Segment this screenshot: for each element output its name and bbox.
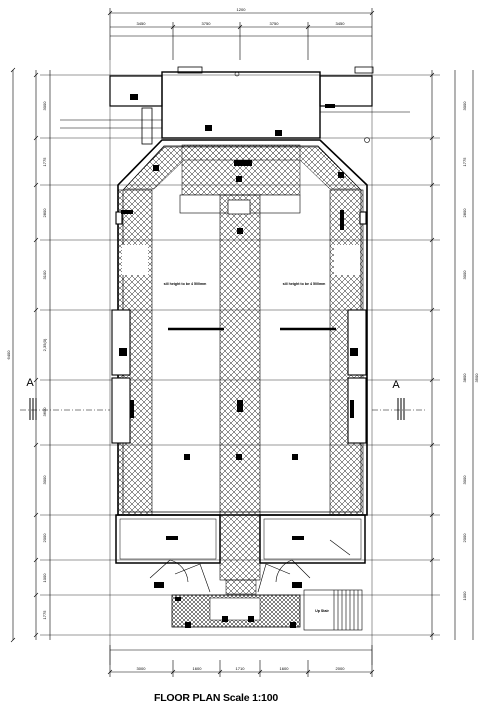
left-dimension-1: 3000 bbox=[42, 101, 47, 111]
bottom-dimension-5: 2000 bbox=[336, 666, 346, 671]
bottom-dimension-1: 3000 bbox=[137, 666, 147, 671]
hatched-top-center bbox=[181, 144, 301, 196]
pier-details bbox=[119, 160, 358, 460]
bottom-dimension-chain bbox=[107, 645, 375, 677]
right-dimension-2: 1775 bbox=[462, 157, 467, 167]
top-rooms bbox=[60, 66, 410, 145]
entrance-details bbox=[175, 597, 296, 628]
right-nave-label: sill height to be 4 500mm bbox=[283, 282, 326, 286]
right-dimension-5: 3800 bbox=[462, 373, 467, 383]
section-line-right bbox=[372, 398, 425, 420]
left-dimension-7: 3000 bbox=[42, 475, 47, 485]
section-line-left bbox=[20, 398, 110, 420]
door-swings bbox=[149, 539, 351, 593]
left-dimension-9: 1000 bbox=[42, 573, 47, 583]
top-dimension-2: 3750 bbox=[202, 21, 212, 26]
stair-label: Up Stair bbox=[315, 609, 329, 613]
top-dimension-3: 3750 bbox=[270, 21, 280, 26]
left-overall-dimension: 6400 bbox=[6, 350, 11, 360]
bottom-left-room bbox=[115, 514, 221, 564]
left-dimension-2: 1775 bbox=[42, 157, 47, 167]
central-aisle bbox=[219, 194, 261, 581]
left-dimension-6: 3600 bbox=[42, 407, 47, 417]
left-dimension-3: 2800 bbox=[42, 208, 47, 218]
bottom-dimension-2: 1600 bbox=[193, 666, 203, 671]
right-dimension-1: 3000 bbox=[462, 101, 467, 111]
left-dimension-5: 2,35(0) bbox=[42, 338, 47, 351]
altar-table bbox=[227, 199, 251, 215]
right-dimension-8: 1000 bbox=[462, 591, 467, 601]
right-dimension-6: 3000 bbox=[462, 475, 467, 485]
top-dimension-4: 3450 bbox=[336, 21, 346, 26]
right-dimension-3: 2800 bbox=[462, 208, 467, 218]
wall-piers bbox=[111, 211, 367, 444]
section-mark-right: A bbox=[392, 379, 400, 391]
bottom-dimension-4: 1600 bbox=[280, 666, 290, 671]
right-overall-dimension: 3500 bbox=[474, 373, 479, 383]
top-overall-dimension: 1200 bbox=[237, 7, 247, 12]
right-dimension-chain bbox=[429, 70, 474, 640]
plan-title: FLOOR PLAN Scale 1:100 bbox=[154, 692, 278, 704]
top-dimension-chain bbox=[107, 8, 375, 60]
bottom-right-room bbox=[259, 514, 366, 564]
stair bbox=[303, 589, 363, 631]
left-nave-label: sill height to be 4 500mm bbox=[164, 282, 207, 286]
left-dimension-10: 1775 bbox=[42, 610, 47, 620]
bottom-room-details bbox=[154, 536, 304, 588]
left-dimension-chain bbox=[10, 67, 51, 643]
left-dimension-4: 3100 bbox=[42, 270, 47, 280]
section-mark-left: A bbox=[26, 377, 34, 389]
top-dimension-1: 3450 bbox=[137, 21, 147, 26]
right-dimension-4: 3000 bbox=[462, 270, 467, 280]
left-dimension-8: 2000 bbox=[42, 533, 47, 543]
right-dimension-7: 2000 bbox=[462, 533, 467, 543]
bottom-dimension-3: 1710 bbox=[236, 666, 246, 671]
